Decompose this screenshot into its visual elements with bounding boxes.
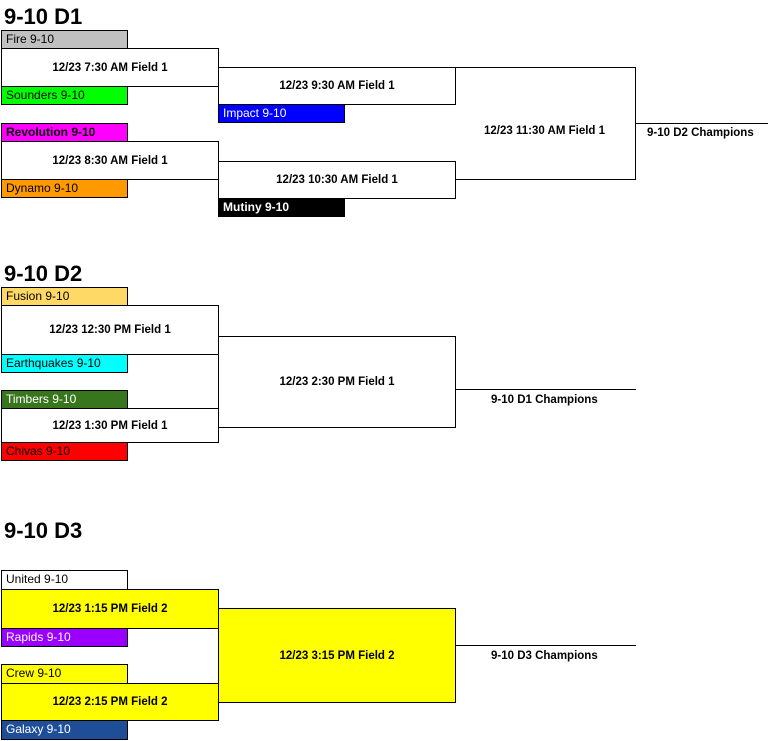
bracket-line bbox=[455, 645, 636, 646]
bracket-title-d2: 9-10 D2 bbox=[4, 261, 83, 286]
game-d3-3: 12/23 3:15 PM Field 2 bbox=[218, 608, 456, 703]
game-d1-2: 12/23 8:30 AM Field 1 bbox=[1, 141, 219, 180]
game-d2-3: 12/23 2:30 PM Field 1 bbox=[218, 336, 456, 428]
game-d3-2: 12/23 2:15 PM Field 2 bbox=[1, 683, 219, 721]
champion-label-d1: 9-10 D2 Champions bbox=[647, 127, 754, 139]
team-mutiny: Mutiny 9-10 bbox=[218, 198, 345, 217]
team-chivas: Chivas 9-10 bbox=[1, 442, 128, 461]
game-d1-4: 12/23 10:30 AM Field 1 bbox=[218, 161, 456, 199]
team-united: United 9-10 bbox=[1, 570, 128, 590]
bracket-line bbox=[635, 123, 768, 124]
bracket-line bbox=[455, 389, 636, 390]
champion-label-d3: 9-10 D3 Champions bbox=[491, 650, 598, 662]
bracket-title-d1: 9-10 D1 bbox=[4, 4, 83, 29]
team-crew: Crew 9-10 bbox=[1, 664, 128, 684]
game-d3-1: 12/23 1:15 PM Field 2 bbox=[1, 589, 219, 629]
game-d1-3: 12/23 9:30 AM Field 1 bbox=[218, 67, 456, 105]
team-revolution: Revolution 9-10 bbox=[1, 123, 128, 142]
game-d1-final: 12/23 11:30 AM Field 1 bbox=[484, 125, 606, 137]
bracket-line bbox=[455, 179, 636, 180]
game-d2-2: 12/23 1:30 PM Field 1 bbox=[1, 408, 219, 443]
team-impact: Impact 9-10 bbox=[218, 104, 345, 123]
team-dynamo: Dynamo 9-10 bbox=[1, 179, 128, 198]
team-earthquakes: Earthquakes 9-10 bbox=[1, 354, 128, 373]
team-galaxy: Galaxy 9-10 bbox=[1, 720, 128, 740]
team-timbers: Timbers 9-10 bbox=[1, 390, 128, 409]
team-rapids: Rapids 9-10 bbox=[1, 628, 128, 647]
team-fire: Fire 9-10 bbox=[1, 30, 128, 49]
champion-label-d2: 9-10 D1 Champions bbox=[491, 394, 598, 406]
bracket-title-d3: 9-10 D3 bbox=[4, 518, 83, 543]
game-d1-1: 12/23 7:30 AM Field 1 bbox=[1, 48, 219, 87]
team-sounders: Sounders 9-10 bbox=[1, 86, 128, 105]
team-fusion: Fusion 9-10 bbox=[1, 287, 128, 306]
game-d2-1: 12/23 12:30 PM Field 1 bbox=[1, 305, 219, 355]
bracket-line bbox=[455, 67, 636, 68]
